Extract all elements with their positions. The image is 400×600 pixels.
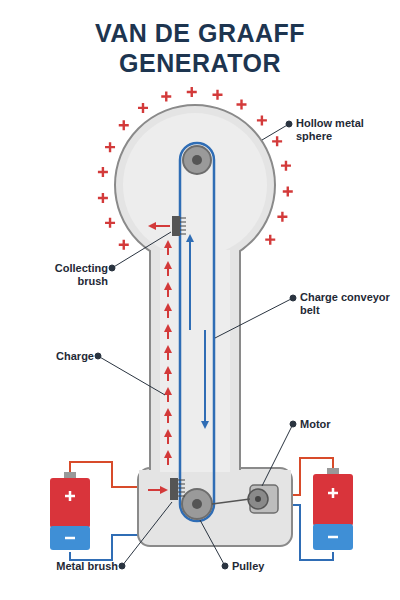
charge-arrow <box>167 307 169 318</box>
plus-sign <box>98 193 108 203</box>
part-label: Collecting brush <box>40 262 108 288</box>
plus-sign <box>161 92 171 102</box>
part-label: Motor <box>300 418 380 431</box>
plus-sign <box>119 120 129 130</box>
conveyor-belt <box>180 143 214 521</box>
charge-arrow <box>167 412 169 423</box>
part-label: Metal brush <box>30 560 118 573</box>
charge-arrow <box>167 433 169 444</box>
battery-right <box>313 468 353 550</box>
battery-wires <box>70 458 333 560</box>
plus-sign <box>265 235 275 245</box>
generator-body <box>115 105 292 546</box>
charge-arrow <box>167 454 169 465</box>
plus-sign <box>187 87 197 97</box>
leader-lines <box>95 121 296 569</box>
part-label: Charge <box>30 350 94 363</box>
part-label: Charge conveyor belt <box>300 291 394 317</box>
plus-sign <box>257 115 267 125</box>
plus-sign <box>105 142 115 152</box>
charge-arrow <box>167 244 169 255</box>
plus-sign <box>119 240 129 250</box>
plus-sign <box>277 212 287 222</box>
charge-arrow <box>167 349 169 360</box>
plus-sign <box>212 90 222 100</box>
charge-arrow <box>167 370 169 381</box>
plus-sign <box>272 136 282 146</box>
plus-sign <box>283 186 293 196</box>
part-label: Hollow metal sphere <box>296 117 388 143</box>
plus-sign <box>138 103 148 113</box>
motor <box>212 485 278 513</box>
plus-sign <box>281 161 291 171</box>
plus-sign <box>105 218 115 228</box>
plus-sign <box>237 99 247 109</box>
part-label: Pulley <box>232 560 312 573</box>
charge-signs <box>98 87 293 465</box>
charge-arrows <box>148 226 170 490</box>
collecting-brush <box>172 216 186 236</box>
charge-arrow <box>167 265 169 276</box>
battery-left <box>50 472 90 550</box>
diagram-title: VAN DE GRAAFF GENERATOR <box>65 18 335 78</box>
charge-arrow <box>167 328 169 339</box>
metal-brush <box>170 478 185 500</box>
charge-arrow <box>167 391 169 402</box>
charge-arrow <box>167 286 169 297</box>
plus-sign <box>98 167 108 177</box>
